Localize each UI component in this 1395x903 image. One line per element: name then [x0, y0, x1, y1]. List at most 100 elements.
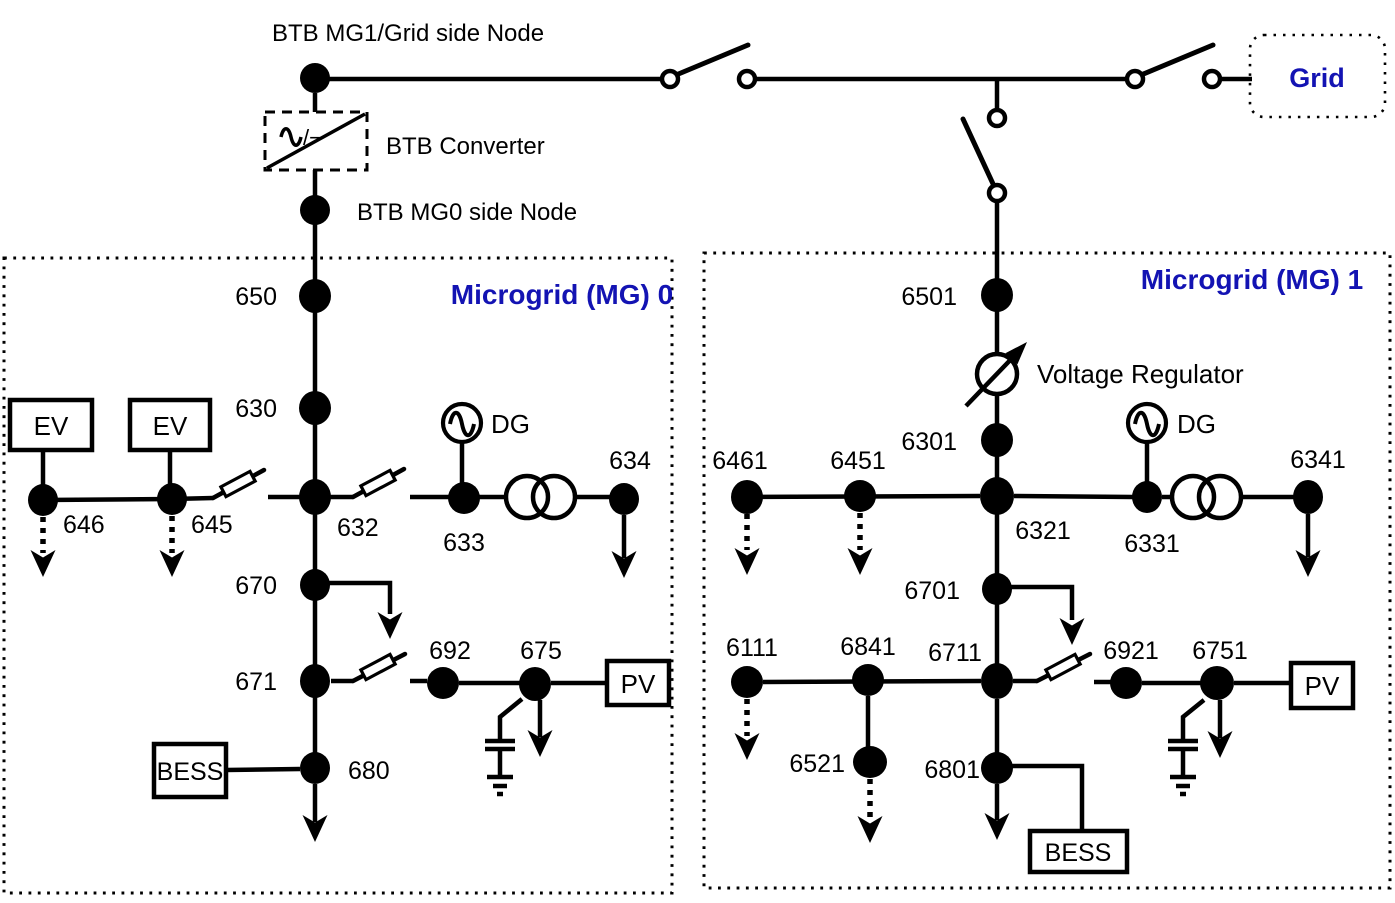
load-arrow-6461-head-icon [734, 548, 760, 575]
bus-646 [28, 484, 58, 516]
bus-label-6841: 6841 [840, 633, 896, 661]
load-arrow-6451-head-icon [847, 548, 873, 575]
bus-label-6461: 6461 [712, 447, 768, 475]
bus-6521 [853, 746, 887, 778]
bus-645 [157, 483, 187, 515]
mg0-dg-source-sine-icon [448, 410, 476, 438]
ev-load-arrow-646-head-icon [30, 550, 56, 577]
bus-671 [300, 664, 330, 698]
mg1-tie-switch-contact-2 [986, 182, 1008, 204]
fuse-645-632-cartridge-icon [218, 469, 258, 499]
bus-label-6301: 6301 [901, 428, 957, 456]
bus-6331 [1132, 481, 1162, 513]
grid-switch-left-contact-1 [659, 68, 681, 90]
load-arrow-6751-head-icon [1207, 731, 1233, 758]
voltage-regulator-arrow [964, 350, 1020, 408]
mg1-cap-bend [1180, 698, 1206, 739]
mg1-dg-source-sine-icon [1133, 410, 1161, 438]
dg-label-mg0: DG [491, 409, 530, 439]
bus-label-6711: 6711 [928, 639, 982, 667]
bus-label-630: 630 [235, 395, 277, 423]
bus-670 [300, 569, 330, 601]
bus-6451 [844, 480, 876, 512]
microgrid-0-boundary [2, 256, 674, 895]
voltage-regulator-arrowhead-icon [1005, 342, 1027, 365]
btb-converter-label: BTB Converter [386, 133, 545, 160]
bus-label-670: 670 [235, 572, 277, 600]
bus-label-6751: 6751 [1192, 637, 1248, 665]
bus-650 [299, 279, 331, 313]
bus-btb-mg0-side [300, 195, 330, 225]
grid-switch-right-contact-2 [1201, 68, 1223, 90]
grid-switch-left-contact-2 [736, 68, 758, 90]
mg0-title: Microgrid (MG) 0 [451, 279, 673, 310]
mg1-row1-6321-6331 [1013, 493, 1134, 500]
bus-6321 [980, 477, 1014, 515]
dg-label-mg1: DG [1177, 409, 1216, 439]
bess-box-mg1 [1027, 828, 1130, 875]
bess-box-mg1-label: BESS [1045, 839, 1112, 867]
bus-6751 [1200, 666, 1234, 700]
microgrid-1-boundary [702, 251, 1392, 890]
pv-box-mg1 [1288, 660, 1356, 711]
fuse-671-692-cartridge-icon [358, 652, 398, 682]
grid-title: Grid [1289, 63, 1345, 93]
bess-box-mg0 [151, 741, 229, 800]
bus-label-692: 692 [429, 637, 471, 665]
voltage-regulator-label: Voltage Regulator [1037, 359, 1244, 389]
bus-6711 [981, 663, 1013, 699]
pv-box-mg1-label: PV [1305, 671, 1340, 701]
bus-675 [519, 667, 551, 701]
btb-grid-node-label: BTB MG1/Grid side Node [272, 20, 544, 47]
bus-label-6921: 6921 [1103, 637, 1159, 665]
bus-633 [448, 482, 480, 514]
ev-box-646 [7, 397, 95, 453]
bus-label-6801: 6801 [924, 756, 980, 784]
bus-label-6701: 6701 [904, 577, 960, 605]
bus-6341 [1293, 480, 1323, 514]
mg1-tie-switch-blade [960, 116, 997, 189]
bus-6301 [981, 423, 1013, 457]
mg1-branch-6701 [997, 584, 1075, 620]
load-arrow-670-branch-head-icon [377, 612, 403, 639]
bus-6501 [981, 278, 1013, 312]
load-arrow-675-head-icon [527, 730, 553, 757]
mg1-6801-branch [997, 763, 1085, 831]
fuse-6711-6921-cartridge-icon [1043, 652, 1083, 682]
bus-630 [299, 391, 331, 425]
mg0-row-646-645 [42, 496, 173, 503]
bus-label-680: 680 [348, 757, 390, 785]
mg0-cap-bend [497, 697, 524, 739]
bus-label-633: 633 [443, 529, 485, 557]
ev-box-645 [127, 397, 213, 453]
btb-converter-diagonal [266, 112, 366, 170]
ev-load-arrow-645-head-icon [159, 550, 185, 577]
ev-box-645-label: EV [153, 411, 188, 441]
load-arrow-634-head-icon [611, 551, 637, 578]
bus-680 [300, 752, 330, 784]
grid-switch-left-blade [673, 42, 751, 78]
bus-634 [609, 483, 639, 515]
load-arrow-6341-head-icon [1295, 550, 1321, 577]
bus-632 [299, 479, 331, 515]
bus-label-632: 632 [337, 514, 379, 542]
grid-boundary [1248, 33, 1387, 119]
bus-label-634: 634 [609, 447, 651, 475]
bus-btb-grid-side [300, 63, 330, 93]
bus-6921 [1110, 667, 1142, 699]
grid-switch-right-blade [1138, 42, 1216, 78]
bus-label-650: 650 [235, 283, 277, 311]
load-arrow-6801-head-icon [984, 813, 1010, 840]
bus-label-6451: 6451 [830, 447, 886, 475]
pv-box-mg0-label: PV [621, 669, 656, 699]
bus-6111 [731, 666, 763, 698]
fuse-632-633-cartridge-icon [358, 468, 398, 498]
grid-switch-right-contact-1 [1124, 68, 1146, 90]
btb-converter-symbol-label: /− [303, 125, 322, 150]
bess-box-mg0-label: BESS [157, 758, 224, 786]
bus-label-675: 675 [520, 637, 562, 665]
bus-6461 [731, 480, 763, 514]
mg1-tie-switch-contact-1 [986, 107, 1008, 129]
bus-label-6331: 6331 [1124, 530, 1180, 558]
